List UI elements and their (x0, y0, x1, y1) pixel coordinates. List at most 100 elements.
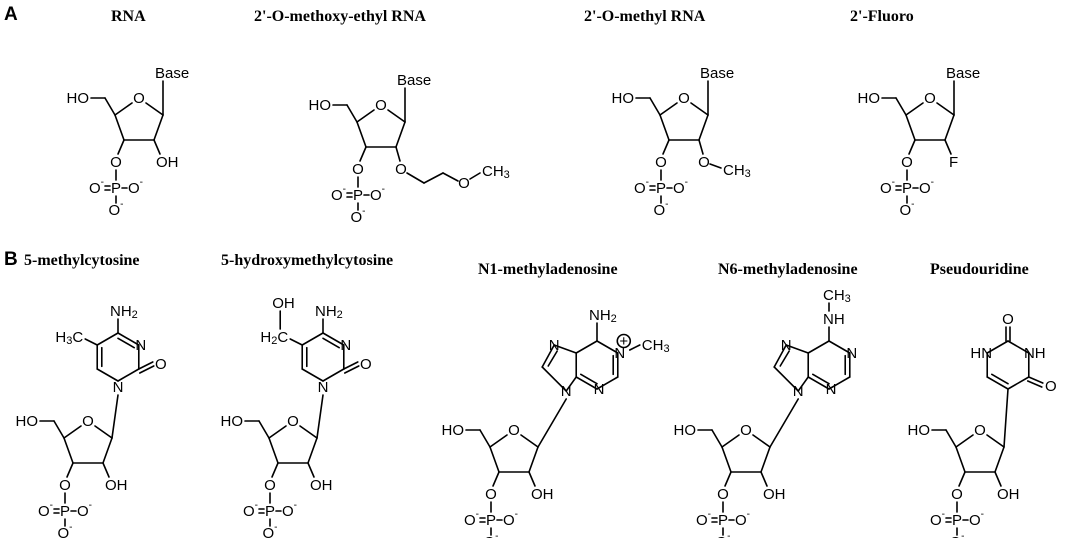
structures-layer: OHOOPO-O-O-OHBaseOHOOPO-O-O-OOCH3BaseOHO… (16, 65, 1057, 538)
phosphorus-label: P (60, 503, 70, 520)
bond-n1-ch3 (628, 344, 641, 351)
bond-c1-n1 (111, 394, 119, 439)
o3-label: O (59, 477, 71, 494)
phosphate-o-label: O- (331, 184, 346, 204)
phosphorus-label: P (111, 180, 121, 197)
bond-c1-n9 (537, 398, 568, 448)
purine-bond (807, 376, 830, 390)
phosphate-o-label: O- (282, 500, 297, 520)
ho-label: HO (221, 413, 244, 430)
n1-label: N (318, 379, 329, 396)
purine-bond (575, 340, 598, 354)
oh-label: OH (310, 477, 333, 494)
phosphate-o-label: O- (483, 531, 498, 538)
ring-oxygen-label: O (287, 413, 299, 430)
ring-bond (94, 425, 113, 439)
oh-label: OH (272, 295, 295, 312)
ho-label: HO (858, 90, 881, 107)
bond-c5-ch2 (289, 338, 304, 346)
ho-label: HO (674, 422, 697, 439)
ring-bond (268, 425, 287, 439)
n9-label: N (793, 383, 804, 400)
o3-label: O (901, 154, 913, 171)
oh-label: OH (997, 486, 1020, 503)
ho-label: HO (908, 422, 931, 439)
bond-c4-c5 (711, 429, 723, 448)
n3-label: N (135, 337, 146, 354)
double-bond (811, 373, 830, 385)
phosphate-o-label: O- (673, 177, 688, 197)
bond-c3-o3 (271, 462, 279, 478)
ring-bond (387, 109, 406, 123)
title-m6a: N6-methyladenosine (718, 261, 858, 278)
base-label: Base (155, 65, 189, 82)
n3-label: N (826, 381, 837, 398)
ring-bond (489, 446, 500, 473)
ho-label: HO (612, 90, 635, 107)
ring-bond (114, 114, 125, 141)
pyrimidine-bond (96, 332, 119, 346)
ring-bond (489, 434, 508, 448)
double-bond (579, 373, 598, 385)
bond-c3-o3 (724, 471, 732, 487)
oh-label: OH (763, 486, 786, 503)
bond-c2-o2 (102, 462, 110, 478)
pyrimidine-bond (117, 368, 140, 382)
bond-c4-c5 (649, 97, 661, 116)
n1-label: N (846, 345, 857, 362)
ring-oxygen-label: O (375, 97, 387, 114)
phosphorus-label: P (902, 180, 912, 197)
bond-c5-ch3 (84, 338, 99, 346)
bond-c2-o2 (528, 471, 536, 487)
phosphate-o-label: O- (108, 199, 123, 219)
bond-c4-c5 (945, 429, 957, 448)
pyrimidine-bond (322, 332, 345, 346)
o3-label: O (264, 477, 276, 494)
plus-sign: + (619, 333, 628, 350)
purine-bond (596, 340, 619, 354)
ring-bond (690, 102, 709, 116)
double-bond (117, 337, 136, 349)
ring-bond (268, 437, 279, 464)
nh-label: NH (1024, 345, 1046, 362)
phosphate-o-label: O- (464, 509, 479, 529)
n7-label: N (781, 337, 792, 354)
phosphorus-label: P (265, 503, 275, 520)
bond-c4-c5 (258, 420, 270, 439)
ring-bond (944, 114, 955, 141)
pyrimidine-bond (1007, 376, 1030, 390)
bond-c4-c5 (479, 429, 491, 448)
phosphate-o-label: O- (370, 184, 385, 204)
ring-oxygen-label: O (508, 422, 520, 439)
imidazole-bond (773, 366, 800, 392)
o3-label: O (951, 486, 963, 503)
double-bond (322, 337, 341, 349)
ring-bond (905, 102, 924, 116)
n1-label: N (614, 345, 625, 362)
o3-label: O (352, 161, 364, 178)
ring-bond (520, 434, 539, 448)
ring-bond (659, 102, 678, 116)
bond-c2-o2 (395, 146, 401, 162)
positive-charge-icon (616, 333, 632, 349)
purine-bond (828, 376, 851, 390)
bond-c2-o2 (994, 471, 1002, 487)
phosphorus-label: P (656, 180, 666, 197)
title-5mc: 5-methylcytosine (24, 252, 140, 269)
ring-bond (356, 121, 367, 148)
phosphate-o-label: O- (930, 509, 945, 529)
bond-c4-o (1027, 376, 1044, 384)
phosphate-o-label: O- (503, 509, 518, 529)
n3-label: N (340, 337, 351, 354)
phosphate-o-label: O- (696, 509, 711, 529)
o3-label: O (485, 486, 497, 503)
ether-o-label: O (458, 175, 470, 192)
o3-label: O (655, 154, 667, 171)
phosphate-o-label: O- (38, 500, 53, 520)
nh-label: NH (823, 311, 845, 328)
title-moe-rna: 2'-O-methoxy-ethyl RNA (254, 8, 426, 25)
phosphate-o-label: O- (262, 522, 277, 538)
